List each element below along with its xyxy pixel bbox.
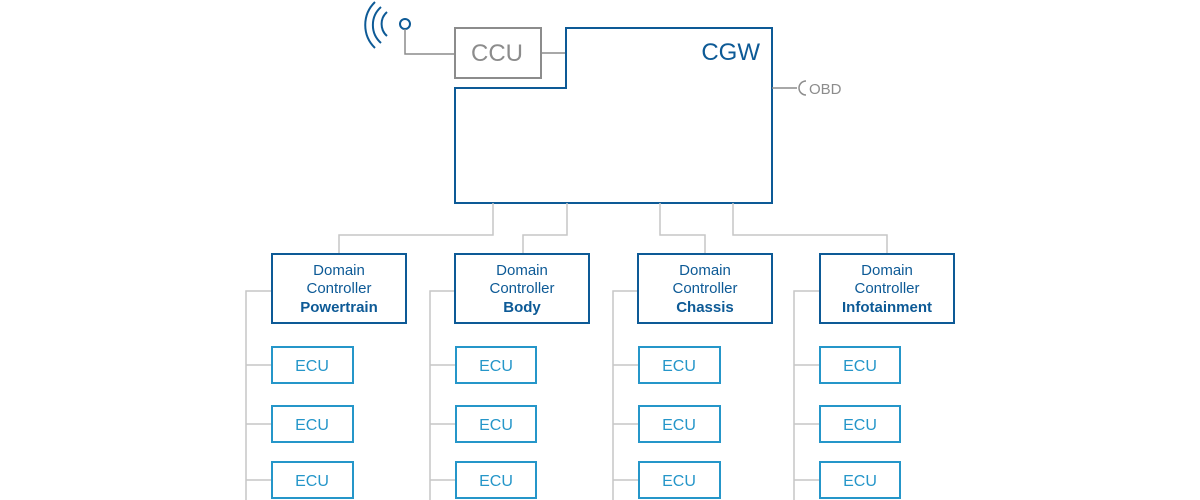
ecu-label: ECU [479,358,513,375]
ecu-label: ECU [479,473,513,490]
ecu-box [819,405,901,443]
obd-label: OBD [809,81,842,98]
domain-controller-name: Chassis [676,299,734,316]
ecu-box [455,346,537,384]
ecu-box [638,405,721,443]
domain-controller-name: Body [503,299,541,316]
connector-infotainment [732,203,888,254]
wireless-antenna-icon [364,1,411,49]
connector-powertrain [338,203,494,254]
domain-column-chassis: Domain Controller Chassis ECU ECU ECU [612,253,773,500]
ecu-label: ECU [295,358,329,375]
ccu-box [454,27,542,79]
ecu-bus-line [612,290,639,500]
cgw-domain-connectors [338,203,888,254]
domain-controller-line1: Domain [313,262,365,279]
domain-controller-name: Infotainment [842,299,932,316]
antenna-ccu-connector [404,29,456,55]
domain-controller-line2: Controller [489,280,554,297]
ecu-box [638,461,721,499]
ecu-label: ECU [843,473,877,490]
ecu-box [271,461,354,499]
ecu-box [271,405,354,443]
domain-controller-line1: Domain [861,262,913,279]
ecu-box [819,346,901,384]
domain-controller-box [271,253,407,324]
connector-body [522,203,568,254]
ecu-bus-line [429,290,456,500]
ccu-label: CCU [471,40,523,67]
ecu-box [455,461,537,499]
ecu-box [819,461,901,499]
domain-controller-line2: Controller [854,280,919,297]
ecu-label: ECU [662,473,696,490]
ecu-box [455,405,537,443]
domain-controller-line1: Domain [496,262,548,279]
domain-column-body: Domain Controller Body ECU ECU ECU [429,253,590,500]
obd-port: OBD [772,80,842,98]
ecu-label: ECU [662,358,696,375]
domain-column-powertrain: Domain Controller Powertrain ECU ECU ECU [245,253,407,500]
domain-column-infotainment: Domain Controller Infotainment ECU ECU E… [793,253,955,500]
ecu-bus-line [793,290,820,500]
ecu-label: ECU [479,417,513,434]
ecu-box [271,346,354,384]
ecu-bus-line [245,290,272,500]
ecu-label: ECU [662,417,696,434]
cgw-label: CGW [701,39,760,66]
domain-controller-box [637,253,773,324]
domain-controller-box [454,253,590,324]
domain-controller-name: Powertrain [300,299,378,316]
cgw-box [454,27,773,204]
obd-socket-icon [798,80,807,96]
ecu-box [638,346,721,384]
domain-controller-line2: Controller [306,280,371,297]
domain-controller-line2: Controller [672,280,737,297]
ecu-label: ECU [295,417,329,434]
cgw-node: CGW [454,27,773,204]
domain-controller-box [819,253,955,324]
ccu-node: CCU [454,27,542,79]
ecu-label: ECU [295,473,329,490]
domain-controller-line1: Domain [679,262,731,279]
ecu-label: ECU [843,358,877,375]
ecu-label: ECU [843,417,877,434]
connector-chassis [659,203,706,254]
